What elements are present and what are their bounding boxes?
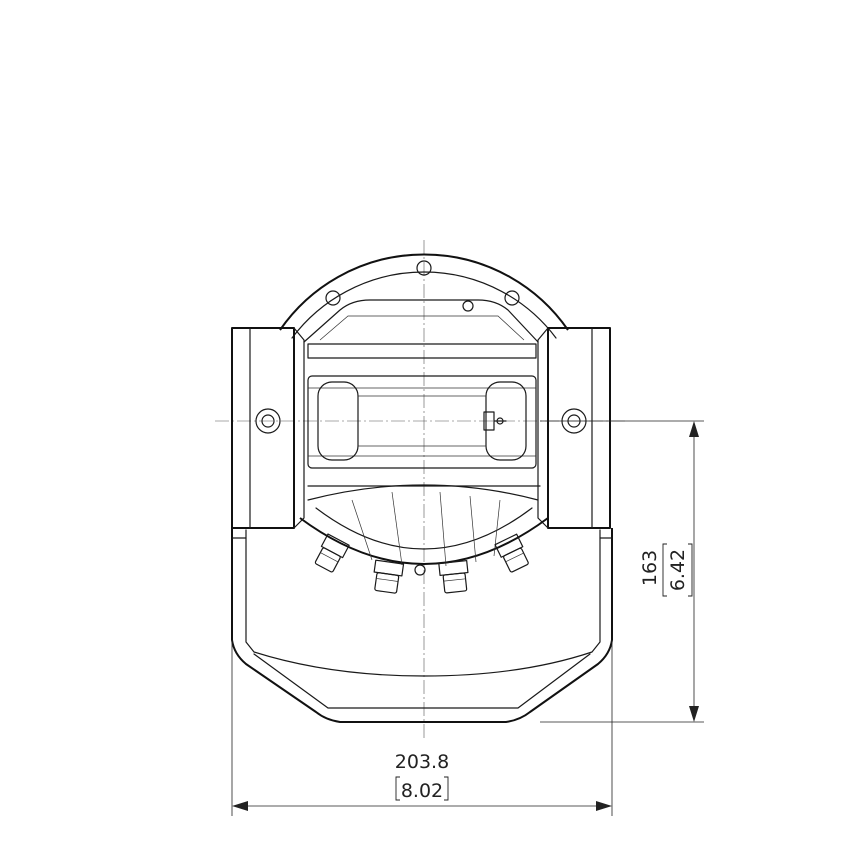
height-dimension: 163 6.42 — [540, 420, 704, 723]
width-bracket-left — [395, 776, 400, 801]
connector-3 — [438, 560, 469, 594]
lower-yoke — [231, 528, 613, 723]
height-bracket-top — [662, 543, 667, 597]
center-plug — [414, 564, 426, 576]
right-bracket-plate — [547, 327, 611, 529]
bolt-hole-small — [462, 300, 474, 312]
right-side-bracket — [537, 327, 611, 529]
connectors — [314, 533, 529, 594]
left-window — [317, 381, 359, 461]
connector-1 — [314, 533, 350, 573]
center-housing — [307, 375, 537, 469]
width-value-mm: 203.8 — [395, 751, 449, 773]
upper-rail — [307, 343, 537, 359]
height-value-in: 6.42 — [667, 549, 689, 591]
bolt-hole-left — [325, 290, 341, 306]
height-value-mm: 163 — [639, 550, 661, 586]
lower-arc-body — [299, 484, 549, 567]
height-bracket-bottom — [688, 543, 693, 597]
left-pivot-bolt — [255, 408, 281, 434]
connector-2 — [373, 559, 405, 594]
width-bracket-right — [444, 776, 449, 801]
left-side-bracket — [231, 327, 305, 529]
valve-fitting — [483, 411, 507, 431]
central-body — [303, 299, 539, 469]
bolt-hole-top — [416, 260, 432, 276]
bolt-hole-right — [504, 290, 520, 306]
centerlines — [215, 240, 628, 740]
width-value-in: 8.02 — [401, 780, 443, 802]
left-bracket-plate — [231, 327, 295, 529]
connector-4 — [494, 533, 529, 573]
right-window — [485, 381, 527, 461]
width-dimension: 203.8 8.02 — [231, 640, 613, 816]
circular-flange — [279, 253, 569, 339]
